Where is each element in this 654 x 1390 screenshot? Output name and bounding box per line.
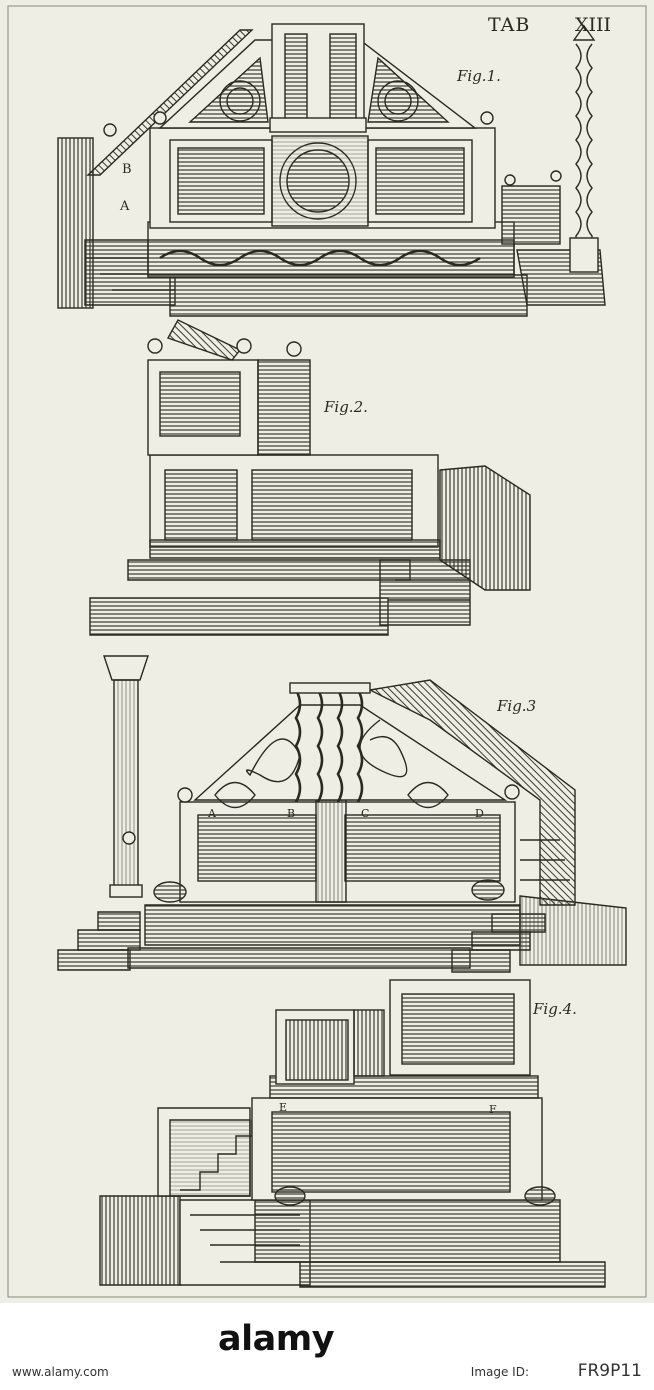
- image-id-value: FR9P11: [577, 1361, 642, 1381]
- figure-3-letter-b: B: [287, 807, 296, 820]
- figure-3-letter-a: A: [208, 807, 216, 820]
- plate-engraving: [7, 5, 647, 1298]
- footer-meta: www.alamy.com Image ID: FR9P11: [0, 1361, 654, 1385]
- engraved-plate: TAB XIII Fig.1. Fig.2. Fig.3 Fig.4. B A …: [0, 0, 654, 1303]
- figure-1-letter-a: A: [120, 199, 130, 214]
- figure-3: [57, 655, 627, 973]
- stock-footer: alamy www.alamy.com Image ID: FR9P11: [0, 1303, 654, 1390]
- plate-number: XIII: [575, 14, 612, 36]
- figure-4-label: Fig.4.: [533, 1000, 577, 1018]
- figure-4: [99, 979, 606, 1288]
- figure-1: [57, 23, 606, 317]
- figure-3-letter-d: D: [475, 807, 484, 820]
- figure-1-label: Fig.1.: [457, 67, 501, 85]
- figure-4-letter-e: E: [279, 1101, 288, 1114]
- figure-4-letter-f: F: [489, 1103, 497, 1116]
- alamy-logo[interactable]: alamy: [218, 1319, 335, 1359]
- site-url[interactable]: www.alamy.com: [12, 1365, 109, 1379]
- figure-2-label: Fig.2.: [324, 398, 368, 416]
- figure-3-letter-c: C: [361, 807, 370, 820]
- figure-2: [89, 319, 531, 636]
- plate-title: TAB: [488, 14, 531, 36]
- image-id-label: Image ID:: [470, 1365, 529, 1379]
- figure-1-letter-b: B: [122, 162, 132, 177]
- figure-3-label: Fig.3: [497, 697, 537, 715]
